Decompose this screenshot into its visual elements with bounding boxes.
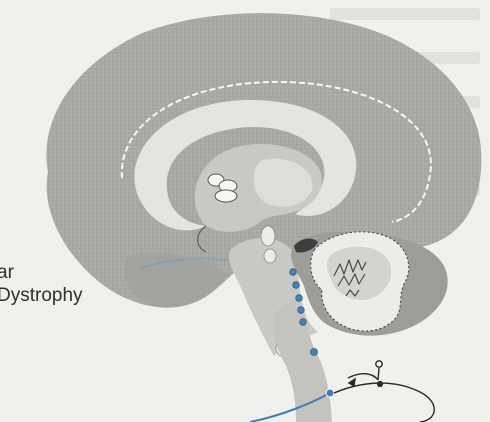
neuron-icon <box>334 361 434 422</box>
disease-label-line-1: ar <box>0 262 14 284</box>
disease-label-line-2: Dystrophy <box>0 285 83 307</box>
blue-input-neuron <box>326 389 334 397</box>
